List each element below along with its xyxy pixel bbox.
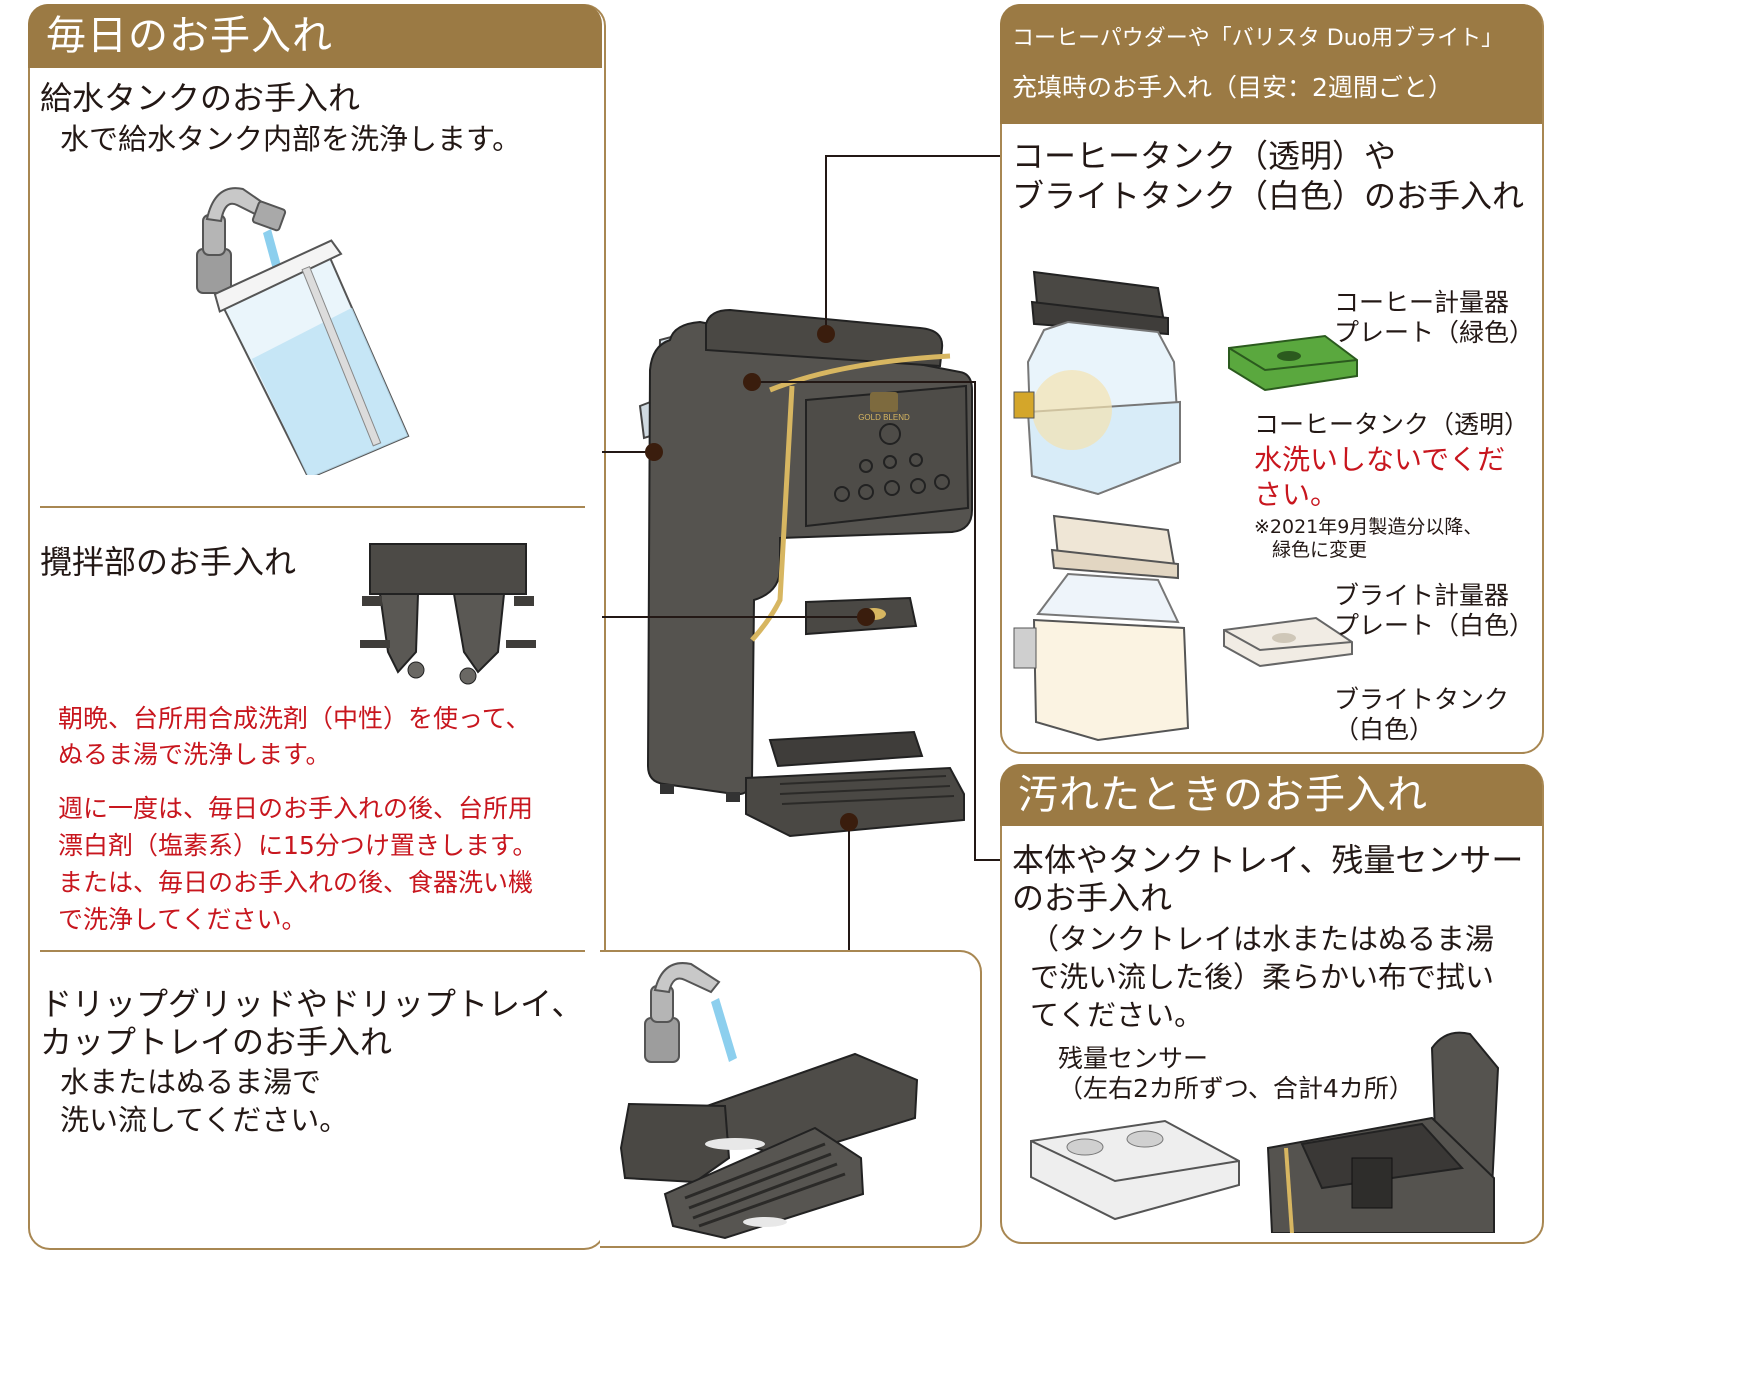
dirty-desc-line3: てください。: [1030, 998, 1204, 1032]
bright-tank-illustration: [1013, 514, 1190, 742]
bright-tank-label-line1: ブライトタンク: [1334, 685, 1510, 714]
refill-title-line1: コーヒータンク（透明）や: [1012, 137, 1397, 175]
sensor-label-line1: 残量センサー: [1058, 1044, 1209, 1073]
coffee-plate-illustration: [1228, 334, 1358, 392]
separator: [40, 950, 585, 952]
separator: [40, 506, 585, 508]
mixer-note1-line2: ぬるま湯で洗浄します。: [58, 740, 331, 769]
dirty-desc-line1: （タンクトレイは水またはぬるま湯: [1030, 922, 1495, 956]
sensor-label-line2: （左右2カ所ずつ、合計4カ所）: [1058, 1074, 1414, 1103]
drip-desc-line2: 洗い流してください。: [60, 1103, 349, 1137]
coffee-tank-label: コーヒータンク（透明）: [1254, 410, 1530, 439]
drip-desc-line1: 水またはぬるま湯で: [60, 1065, 322, 1099]
water-tank-illustration: [196, 187, 410, 475]
warning-line1: 水洗いしないでくだ: [1254, 443, 1506, 476]
water-tank-desc: 水で給水タンク内部を洗浄します。: [60, 122, 522, 156]
coffee-tank-illustration: [1013, 270, 1182, 496]
bright-plate-illustration: [1223, 616, 1353, 668]
warning-line2: さい。: [1254, 478, 1339, 511]
open-machine-illustration: [1266, 1031, 1500, 1233]
coffee-machine-illustration: GOLD BLEND: [638, 308, 973, 838]
daily-care-panel: [28, 4, 606, 1250]
mixer-note2-line3: または、毎日のお手入れの後、食器洗い機: [58, 868, 534, 897]
mixer-note2-line1: 週に一度は、毎日のお手入れの後、台所用: [58, 794, 534, 823]
svg-text:GOLD BLEND: GOLD BLEND: [858, 413, 910, 422]
footnote-line1: ※2021年9月製造分以降、: [1254, 516, 1483, 538]
daily-care-header: 毎日のお手入れ: [28, 4, 602, 68]
bright-plate-label-line2: プレート（白色）: [1334, 611, 1535, 640]
mixer-illustration: [360, 543, 536, 685]
drip-title-line2: カップトレイのお手入れ: [40, 1023, 393, 1061]
bright-tank-label-line2: （白色）: [1334, 715, 1435, 744]
mixer-note2-line4: で洗浄してください。: [58, 905, 307, 934]
dirty-title-line2: のお手入れ: [1012, 879, 1173, 917]
dirty-desc-line2: で洗い流した後）柔らかい布で拭い: [1030, 960, 1495, 994]
mixer-note1-line1: 朝晩、台所用合成洗剤（中性）を使って、: [58, 704, 531, 733]
footnote-line2: 緑色に変更: [1272, 539, 1368, 561]
drip-trays-illustration: [619, 962, 919, 1240]
drip-title-line1: ドリップグリッドやドリップトレイ、: [40, 985, 584, 1023]
mixer-note2-line2: 漂白剤（塩素系）に15分つけ置きします。: [58, 831, 538, 860]
refill-care-header: [1000, 4, 1542, 124]
tank-tray-illustration: [1030, 1119, 1240, 1221]
coffee-plate-label-line2: プレート（緑色）: [1334, 318, 1535, 347]
refill-header-line1: コーヒーパウダーや「バリスタ Duo用ブライト」: [1012, 26, 1504, 51]
mixer-title: 攪拌部のお手入れ: [40, 543, 297, 581]
refill-title-line2: ブライトタンク（白色）のお手入れ: [1012, 177, 1525, 215]
dirty-care-header: 汚れたときのお手入れ: [1000, 764, 1542, 826]
coffee-plate-label-line1: コーヒー計量器: [1334, 288, 1510, 317]
bright-plate-label-line1: ブライト計量器: [1334, 581, 1510, 610]
dirty-title-line1: 本体やタンクトレイ、残量センサー: [1012, 841, 1524, 879]
water-tank-title: 給水タンクのお手入れ: [40, 79, 361, 117]
refill-header-line2: 充填時のお手入れ（目安：2週間ごと）: [1012, 73, 1453, 102]
